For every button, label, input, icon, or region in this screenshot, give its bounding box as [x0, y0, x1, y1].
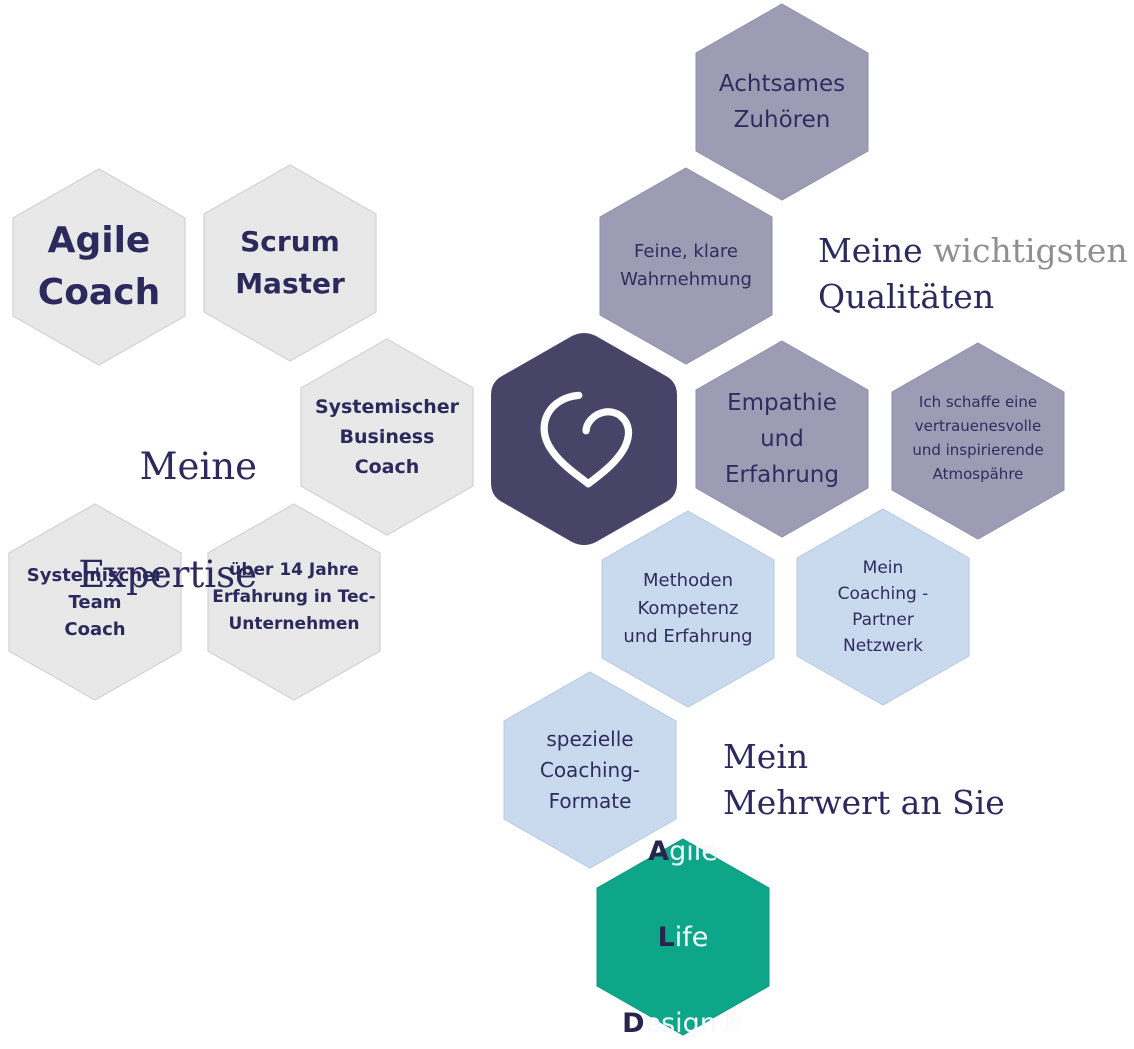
hexagon-shape: [8, 503, 182, 701]
value-heading: Mein Mehrwert an Sie: [723, 734, 1005, 826]
qualities-heading-word2: wichtigsten: [933, 231, 1128, 270]
hexagon-shape: [601, 510, 775, 708]
hex-agile-coach: Agile Coach: [12, 168, 186, 366]
methods-label: Methoden Kompetenz und Erfahrung: [623, 570, 753, 647]
scrum-master-label: Scrum Master: [235, 225, 345, 300]
hexagon-shape: [207, 503, 381, 701]
value-heading-line2: Mehrwert an Sie: [723, 783, 1005, 822]
hexagon-shape: [491, 333, 677, 545]
qualities-heading-word1: Meine: [818, 231, 923, 270]
team-coach-label: Systemischer Team Coach: [26, 564, 164, 640]
hex-empathy: Empathie und Erfahrung: [695, 340, 869, 538]
hex-scrum-master: Scrum Master: [203, 164, 377, 362]
hexagon-shape: [695, 340, 869, 538]
formats-label: spezielle Coaching- Formate: [539, 726, 641, 813]
hex-team-coach: Systemischer Team Coach: [8, 503, 182, 701]
heart-icon: [540, 391, 633, 488]
qualities-heading: Meine wichtigsten Qualitäten: [818, 228, 1128, 320]
hex-perception: Feine, klare Wahrnehmung: [599, 167, 773, 365]
perception-label: Feine, klare Wahrnehmung: [620, 241, 752, 290]
hex-methods: Methoden Kompetenz und Erfahrung: [601, 510, 775, 708]
design-rest: esign®: [644, 1007, 744, 1039]
expertise-heading-line2: Expertise: [78, 553, 257, 596]
hex-formats: spezielle Coaching- Formate: [503, 671, 677, 869]
hex-business-coach: Systemischer Business Coach: [300, 338, 474, 536]
hex-network: Mein Coaching - Partner Netzwerk: [796, 508, 970, 706]
hex-atmosphere: Ich schaffe eine vertrauenesvolle und in…: [891, 342, 1065, 540]
listening-label: Achtsames Zuhören: [718, 71, 846, 133]
agile-rest: gile: [669, 835, 718, 867]
life-initial: L: [657, 921, 675, 953]
empathy-label: Empathie und Erfahrung: [725, 390, 839, 488]
expertise-heading: Meine Expertise: [40, 386, 257, 656]
agile-life-design-label: Agile Life Design®: [622, 787, 744, 1049]
design-initial: D: [622, 1007, 645, 1039]
hexagon-shape: [695, 3, 869, 201]
hex-center: [490, 333, 678, 545]
business-coach-label: Systemischer Business Coach: [314, 396, 459, 478]
hex-experience: über 14 Jahre Erfahrung in Tec- Unterneh…: [207, 503, 381, 701]
hexagon-shape: [300, 338, 474, 536]
hexagon-shape: [503, 671, 677, 869]
hexagon-shape: [599, 167, 773, 365]
hexagon-shape: [203, 164, 377, 362]
network-label: Mein Coaching - Partner Netzwerk: [837, 558, 929, 656]
hexagon-shape: [796, 508, 970, 706]
agile-coach-label: Agile Coach: [37, 220, 161, 313]
hexagon-shape: [596, 838, 770, 1036]
hexagon-shape: [891, 342, 1065, 540]
qualities-heading-line2: Qualitäten: [818, 277, 995, 316]
life-rest: ife: [674, 921, 709, 953]
expertise-heading-line1: Meine: [139, 445, 257, 488]
experience-label: über 14 Jahre Erfahrung in Tec- Unterneh…: [212, 559, 376, 634]
value-heading-line1: Mein: [723, 737, 809, 776]
hex-agile-life-design: Agile Life Design®: [596, 836, 770, 1039]
hex-listening: Achtsames Zuhören: [695, 3, 869, 201]
hexagon-shape: [12, 168, 186, 366]
atmosphere-label: Ich schaffe eine vertrauenesvolle und in…: [912, 393, 1044, 483]
agile-initial: A: [648, 835, 670, 867]
